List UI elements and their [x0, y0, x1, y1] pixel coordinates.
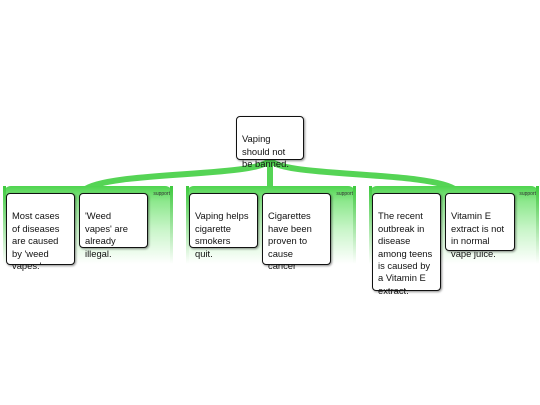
reason-card-3[interactable]: Vaping helps cigarette smokers quit. — [189, 193, 258, 259]
reason-card-1-text: Most cases of diseases are caused by 'we… — [12, 210, 60, 272]
reason-card-2-text: 'Weed vapes' are already illegal. — [85, 210, 128, 259]
connector-left — [82, 156, 273, 193]
reason-card-4[interactable]: Cigarettes have been proven to cause can… — [262, 193, 331, 271]
support-tag-3: support — [519, 191, 536, 197]
root-claim[interactable]: Vaping should not be banned. — [236, 116, 304, 169]
reason-card-5[interactable]: The recent outbreak in disease among tee… — [372, 193, 441, 296]
reason-card-6[interactable]: Vitamin E extract is not in normal vape … — [445, 193, 515, 259]
root-claim-text: Vaping should not be banned. — [242, 133, 289, 170]
reason-card-4-text: Cigarettes have been proven to cause can… — [268, 210, 312, 272]
reason-card-1[interactable]: Most cases of diseases are caused by 'we… — [6, 193, 75, 271]
connector-right — [267, 156, 458, 193]
reason-card-2[interactable]: 'Weed vapes' are already illegal. — [79, 193, 148, 259]
reason-card-5-text: The recent outbreak in disease among tee… — [378, 210, 433, 296]
support-tag-2: support — [336, 191, 353, 197]
reason-card-6-text: Vitamin E extract is not in normal vape … — [451, 210, 505, 259]
support-tag-1: support — [153, 191, 170, 197]
reason-card-3-text: Vaping helps cigarette smokers quit. — [195, 210, 249, 259]
